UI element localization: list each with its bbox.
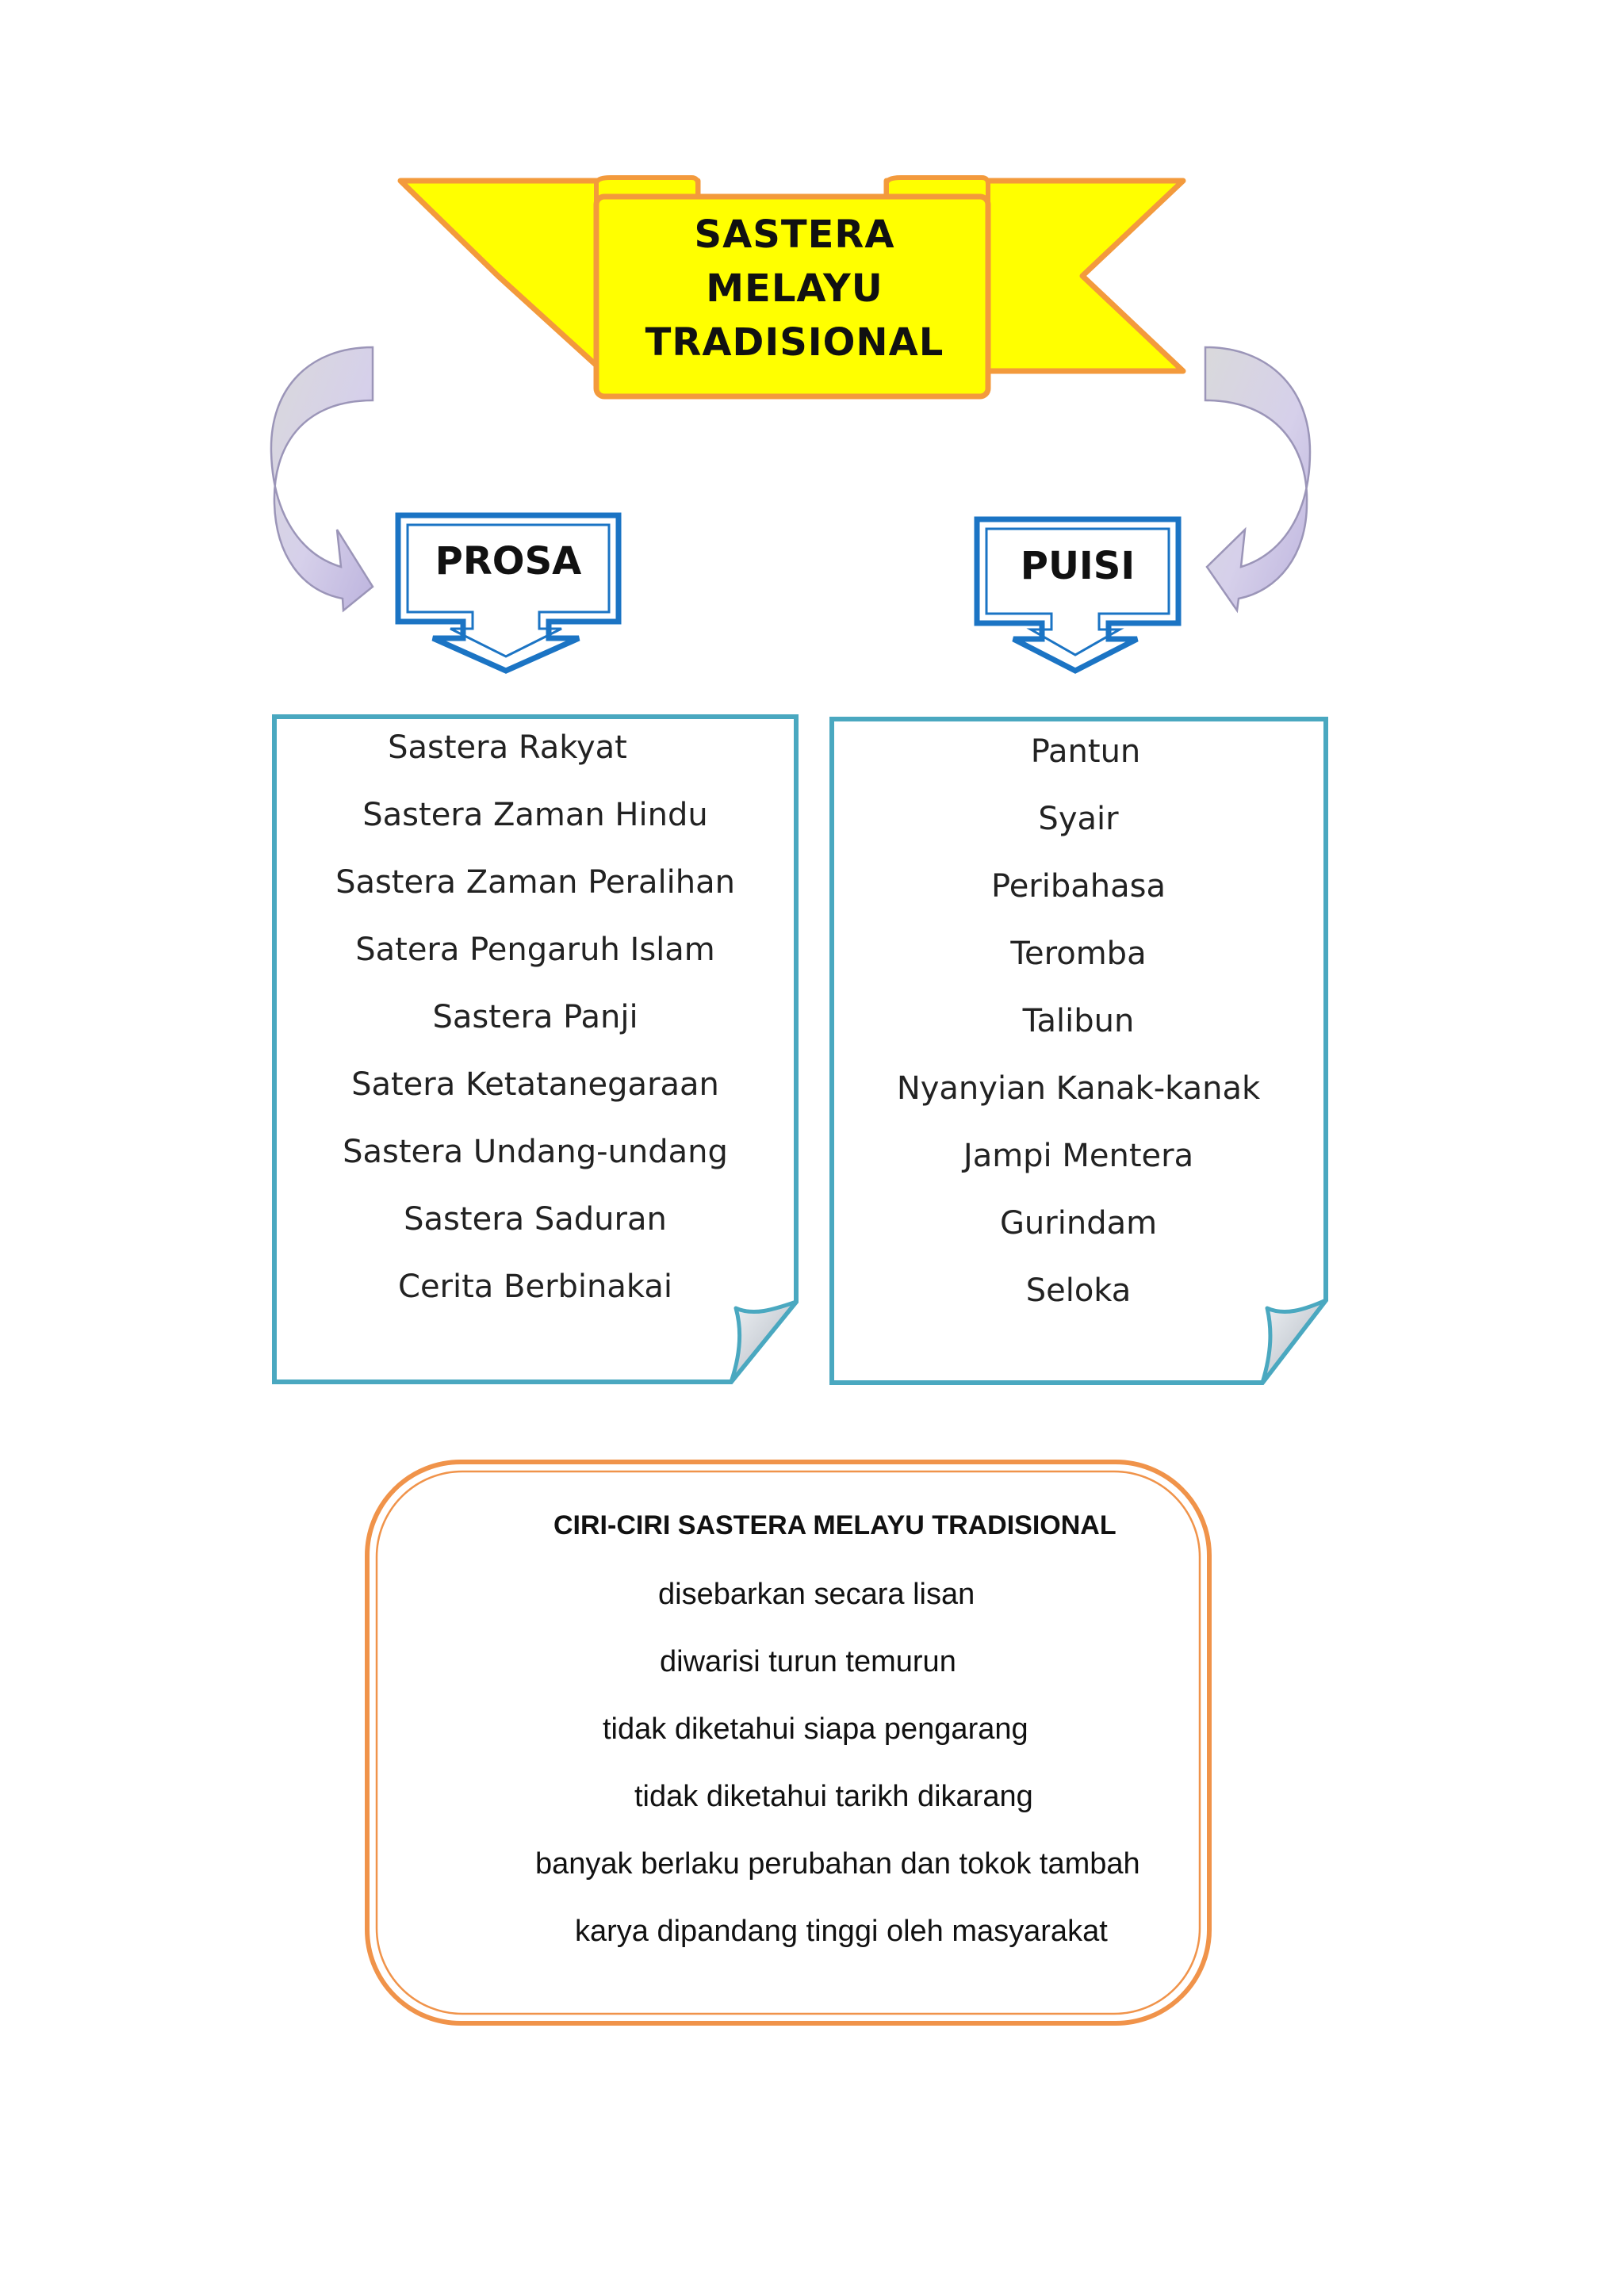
puisi-list-item: Syair <box>1038 801 1119 837</box>
puisi-list-item: Seloka <box>1025 1272 1132 1309</box>
ciri-list-item: tidak diketahui siapa pengarang <box>603 1712 1028 1746</box>
ciri-box <box>365 1460 1212 2026</box>
ciri-list-item: banyak berlaku perubahan dan tokok tamba… <box>535 1847 1140 1881</box>
puisi-list-item: Jampi Mentera <box>963 1138 1194 1174</box>
curved-arrow-right <box>1204 346 1312 614</box>
ciri-content: CIRI-CIRI SASTERA MELAYU TRADISIONAL dis… <box>373 1459 1253 2014</box>
ciri-list-item: disebarkan secara lisan <box>658 1578 975 1611</box>
prosa-list-item: Sastera Panji <box>432 999 638 1035</box>
banner-scroll-center <box>593 193 991 400</box>
puisi-page-curl <box>1260 1298 1328 1385</box>
prosa-list-item: Sastera Undang-undang <box>343 1134 728 1170</box>
prosa-list-item: Cerita Berbinakai <box>398 1269 672 1305</box>
ciri-title: CIRI-CIRI SASTERA MELAYU TRADISIONAL <box>553 1510 1116 1540</box>
puisi-list-item: Teromba <box>1010 936 1147 972</box>
puisi-list: Pantun Syair Peribahasa Teromba Talibun … <box>856 0 1300 1348</box>
prosa-list-item: Sastera Zaman Peralihan <box>335 864 735 901</box>
title-banner <box>397 175 1186 400</box>
prosa-list-item: Sastera Saduran <box>404 1201 667 1238</box>
puisi-list-page <box>829 717 1328 1385</box>
prosa-list: Sastera Rakyat Sastera Zaman Hindu Saste… <box>301 0 769 1348</box>
puisi-label: PUISI <box>1020 544 1136 588</box>
prosa-list-item: Sastera Rakyat <box>388 729 627 766</box>
curved-arrow-left <box>270 346 374 613</box>
ciri-list-item: diwarisi turun temurun <box>660 1645 956 1678</box>
prosa-list-page <box>272 714 799 1384</box>
banner-title-line: SASTERA <box>694 212 895 257</box>
puisi-list-item: Talibun <box>1022 1003 1135 1039</box>
prosa-list-item: Satera Ketatanegaraan <box>351 1066 719 1103</box>
banner-title-line: TRADISIONAL <box>645 320 944 365</box>
puisi-list-item: Nyanyian Kanak-kanak <box>896 1070 1261 1107</box>
ciri-list-item: karya dipandang tinggi oleh masyarakat <box>575 1915 1108 1948</box>
puisi-list-item: Peribahasa <box>991 868 1166 905</box>
prosa-page-curl <box>729 1299 799 1384</box>
prosa-list-item: Satera Pengaruh Islam <box>355 932 715 968</box>
prosa-callout <box>395 512 622 674</box>
puisi-callout <box>974 516 1182 674</box>
banner-title-line: MELAYU <box>706 266 883 311</box>
ciri-list-item: tidak diketahui tarikh dikarang <box>634 1780 1033 1813</box>
banner-title: SASTERA MELAYU TRADISIONAL <box>596 208 993 369</box>
puisi-list-item: Pantun <box>1030 733 1141 770</box>
prosa-list-item: Sastera Zaman Hindu <box>362 797 708 833</box>
puisi-list-item: Gurindam <box>999 1205 1158 1242</box>
prosa-label: PROSA <box>435 539 582 584</box>
